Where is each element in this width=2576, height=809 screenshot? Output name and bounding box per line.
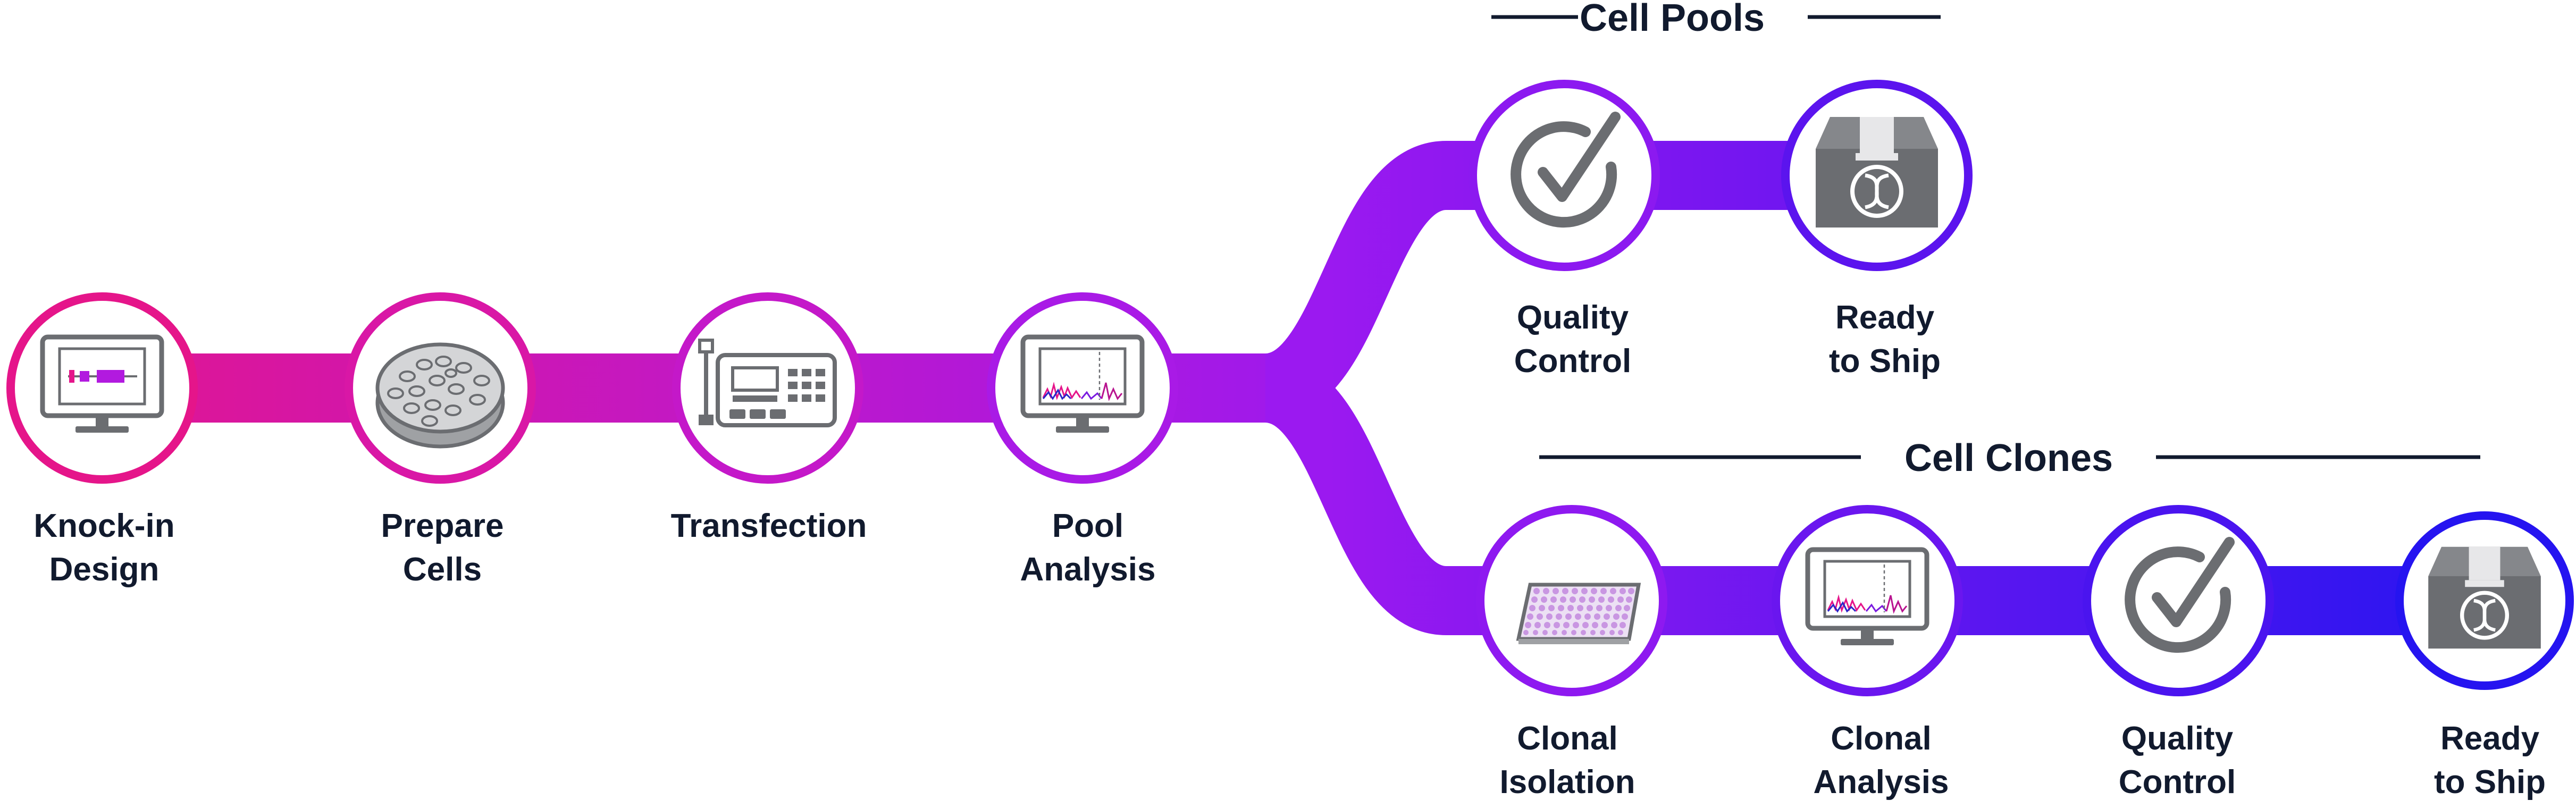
shipping-box-icon (2428, 547, 2541, 648)
step-pool-ready-to-ship: Ready to Ship (1781, 80, 1973, 380)
step-label-line2: to Ship (2434, 764, 2546, 800)
step-label-line1: Ready (1835, 299, 1935, 336)
step-label-line2: Control (2119, 764, 2236, 800)
monitor-chromatogram-icon (1808, 550, 1927, 645)
step-clone-quality-control: Quality Control (2083, 505, 2274, 800)
step-label-line2: Analysis (1020, 551, 1155, 588)
monitor-design-icon (43, 337, 162, 433)
monitor-chromatogram-icon (1023, 337, 1142, 433)
step-circle (2083, 505, 2274, 696)
group-header-pools: Cell Pools (1491, 0, 1941, 39)
step-label-line2: Cells (403, 551, 482, 588)
connector-branch-bottom (1262, 353, 2531, 635)
group-title-pools: Cell Pools (1580, 0, 1765, 39)
step-label-line1: Pool (1052, 508, 1123, 544)
step-label-line2: Control (1514, 343, 1631, 380)
step-transfection: Transfection (671, 292, 867, 544)
step-label-line2: to Ship (1829, 343, 1941, 380)
step-label-line2: Isolation (1500, 764, 1635, 800)
step-label-line1: Quality (1517, 299, 1629, 336)
step-label-line2: Design (49, 551, 160, 588)
electroporator-icon (698, 339, 837, 427)
step-label-line1: Prepare (381, 508, 504, 544)
step-label-line2: Analysis (1813, 764, 1949, 800)
step-label-line1: Knock-in (33, 508, 174, 544)
step-pool-analysis: Pool Analysis (987, 292, 1178, 588)
step-knockin-design: Knock-in Design (6, 292, 198, 588)
group-title-clones: Cell Clones (1904, 437, 2113, 479)
step-label-line1: Ready (2440, 720, 2540, 757)
well-plate-icon (1516, 583, 1641, 644)
step-clonal-analysis: Clonal Analysis (1772, 505, 1963, 800)
shipping-box-icon (1816, 117, 1938, 227)
step-pool-quality-control: Quality Control (1469, 80, 1660, 380)
step-label-line1: Quality (2121, 720, 2234, 757)
step-label-line1: Clonal (1517, 720, 1617, 757)
step-circle (1469, 80, 1660, 271)
petri-dish-icon (375, 342, 505, 449)
step-label-line1: Transfection (671, 508, 867, 544)
step-clonal-isolation: Clonal Isolation (1476, 505, 1667, 800)
step-label-line1: Clonal (1831, 720, 1931, 757)
step-prepare-cells: Prepare Cells (345, 292, 536, 588)
group-header-clones: Cell Clones (1539, 437, 2480, 479)
step-clone-ready-to-ship: Ready to Ship (2395, 511, 2574, 800)
